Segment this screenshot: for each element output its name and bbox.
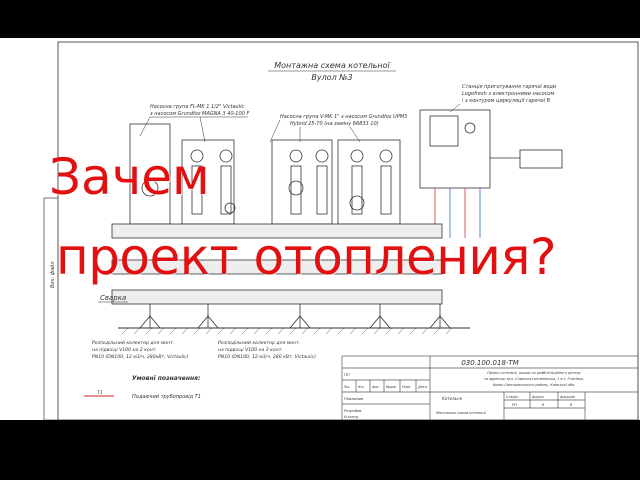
legend-item-1-code: Т1 (97, 390, 103, 396)
drawing-sheet: Вих. файл Монтажна схема котельної Вулол… (0, 38, 640, 420)
collector-2-a: Розподільний колектор для монт. (218, 340, 300, 346)
stamp-col-sheets: Аркушів (559, 395, 575, 399)
stamp-row-label-3: №док. (385, 385, 397, 389)
collector-1-b: на підвісці V100 на 2 конт. (92, 347, 157, 353)
stamp-desc-1: Проект котельні, школи по реабілітаційно… (487, 371, 582, 375)
note-station-a: Станція приготування гарячої води (462, 84, 557, 90)
stamp-row-control: Н.контр. (344, 415, 359, 419)
legend-item-1: Подаючий трубопровід Т1 (132, 394, 201, 400)
note-station-c: і з контуром циркуляції гарячої В (462, 98, 551, 104)
stamp-row-developed: Розробив (344, 409, 361, 413)
distribution-collector (111, 223, 451, 329)
letterbox-top (0, 0, 640, 38)
stamp-row-gip: ГІП (344, 373, 350, 377)
stamp-code: 030.100.018-ТМ (461, 359, 518, 367)
note-pump-group-2-a: Насосна група V-MK 1" з насосом Grundfos… (280, 114, 407, 120)
note-pump-group-1-a: Насосна група FL-MK 1 1/2" Victaulic (150, 104, 244, 110)
stamp-desc-3: Києво-Святошинського району, Київської о… (493, 383, 576, 387)
stamp-row-label-0: Зм. (344, 385, 350, 389)
stamp-row-label-1: Кіл. (358, 385, 365, 389)
collector-2-b: на підвісці V100 на 3 конт. (218, 347, 283, 353)
stamp-row-checked: Перевірив (344, 397, 363, 401)
stamp-col-sheet: Аркуш (531, 395, 544, 399)
stamp-desc-2: за адресою: вул. Старокостянтинівська, 1… (484, 377, 584, 381)
side-strip (43, 197, 59, 420)
collector-1-c: PN10 (DN100, 12 м3/ч, 280кВт, Victaulic) (92, 354, 189, 360)
collector-2-c: PN10 (DN100, 12 м3/ч, 280 кВт, Victaulic… (218, 354, 316, 360)
collector-1-a: Розподільний колектор для монт. (92, 340, 174, 346)
stamp-sheets-value: 8 (570, 403, 573, 407)
legend-title: Умовні позначення: (132, 375, 200, 382)
note-pump-group-2-b: Hybrid 25-70 (на заміну 66833 10) (290, 121, 379, 127)
stamp-stage-value: РП (512, 403, 517, 407)
stamp-section-name: Котельня (442, 396, 463, 401)
stamp-row-label-2: Арк. (371, 385, 380, 389)
pump-groups (129, 123, 401, 225)
stamp-sheet-name: Монтажна схема котельні (436, 411, 486, 415)
stamp-col-stage: Стадія (506, 395, 518, 399)
note-pump-group-1-b: з насосом Grundfos MAGNA 3 40-100 F (150, 111, 249, 117)
floor-hatch (121, 327, 453, 335)
stamp-sheet-value: 8 (542, 403, 545, 407)
side-label: Вих. файл (50, 261, 56, 288)
welding-label: Сварка (100, 294, 126, 302)
hot-water-station (419, 109, 563, 238)
drawing-title: Монтажна схема котельної (274, 61, 391, 70)
stamp-row-label-5: Дата (417, 385, 427, 389)
drawing-subtitle: Вулол №3 (311, 73, 352, 82)
technical-drawing: Вих. файл Монтажна схема котельної Вулол… (43, 41, 639, 420)
note-station-b: Logofresh з електронними насосом (462, 91, 554, 97)
title-block (341, 355, 639, 420)
letterbox-bottom (0, 420, 640, 480)
stamp-row-label-4: Підп. (402, 385, 411, 389)
